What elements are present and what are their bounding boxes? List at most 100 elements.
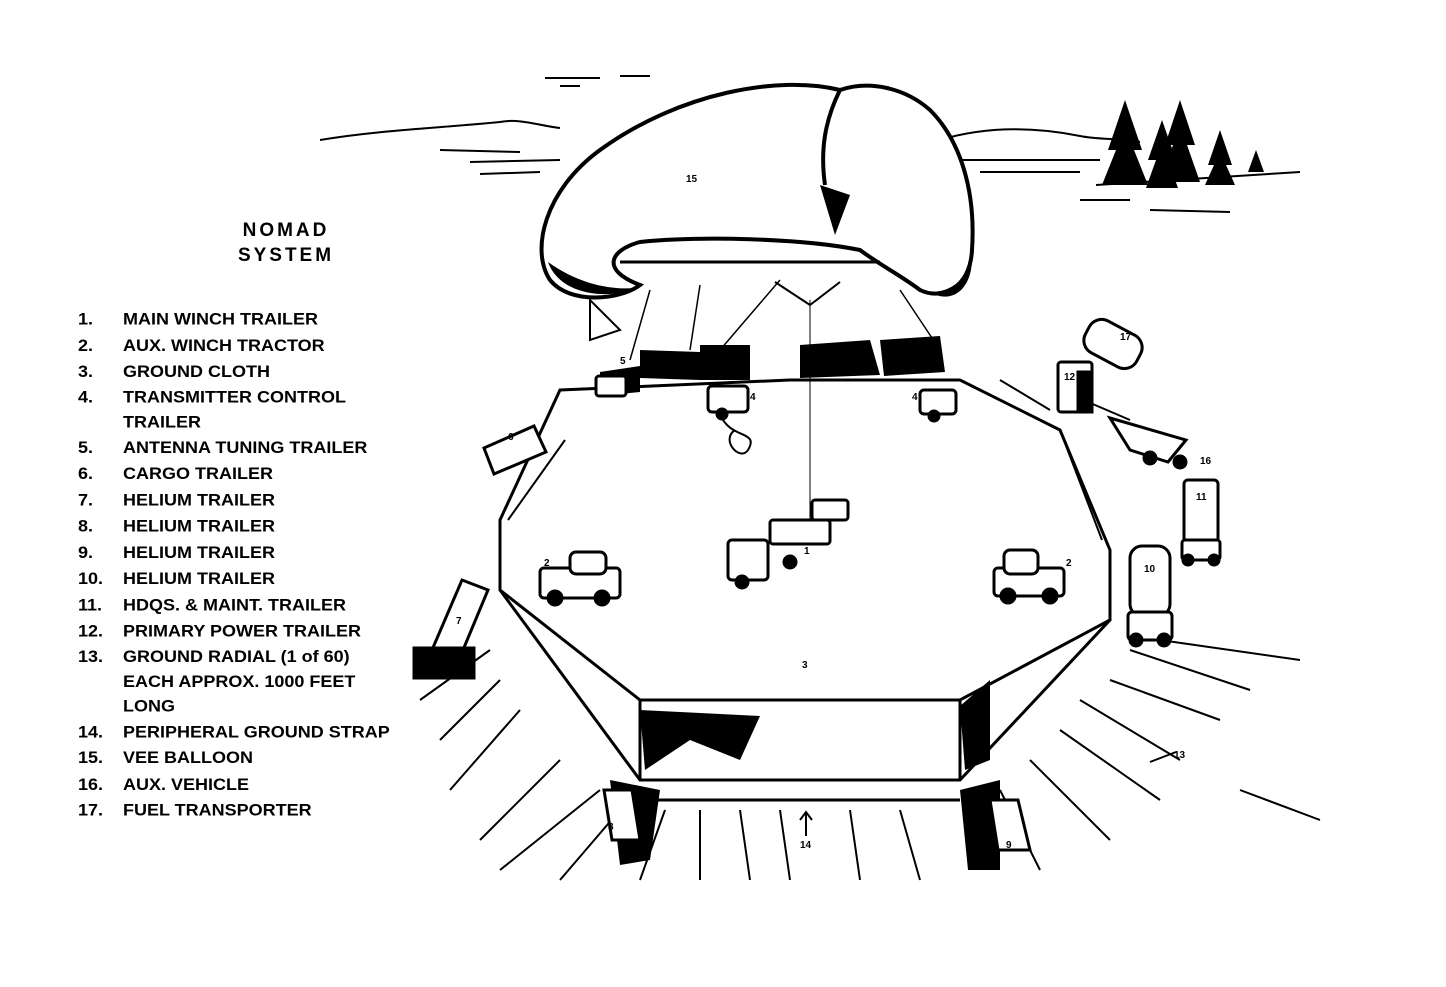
legend-item-number: 8. bbox=[78, 516, 94, 536]
transmitter-trailer-right bbox=[918, 388, 958, 423]
helium-trailer-9 bbox=[988, 798, 1032, 852]
callout-tractor-right: 2 bbox=[1066, 558, 1072, 569]
legend-item-label: MAIN WINCH TRAILER bbox=[123, 309, 318, 329]
callout-antenna: 5 bbox=[620, 356, 626, 367]
legend-item: 6. CARGO TRAILER bbox=[78, 461, 438, 487]
legend-item-number: 5. bbox=[78, 438, 94, 457]
aux-winch-tractor-left bbox=[538, 550, 622, 607]
legend-item: 8. HELIUM TRAILER bbox=[78, 513, 438, 539]
helium-trailer-10 bbox=[1126, 544, 1174, 648]
legend-item-number: 2. bbox=[78, 335, 94, 355]
legend-item-number: 12. bbox=[78, 621, 104, 640]
main-winch-trailer bbox=[726, 498, 850, 590]
background-landscape bbox=[319, 75, 1231, 213]
legend-item: 9. HELIUM TRAILER bbox=[78, 539, 438, 565]
legend-item-label: HELIUM TRAILER bbox=[123, 490, 275, 509]
legend-item-label: HELIUM TRAILER bbox=[123, 542, 275, 562]
cable-coil bbox=[719, 413, 752, 455]
vee-balloon bbox=[539, 82, 975, 342]
callout-hdqs: 11 bbox=[1196, 492, 1207, 503]
legend-item-number: 1. bbox=[78, 309, 94, 329]
aux-winch-tractor-right bbox=[992, 548, 1066, 605]
legend-item-label: FUEL TRANSPORTER bbox=[123, 800, 312, 820]
legend-item-number: 16. bbox=[78, 774, 104, 794]
legend-item-label: PERIPHERAL GROUND STRAP bbox=[123, 722, 390, 741]
callout-helium-10: 10 bbox=[1144, 564, 1156, 575]
legend-item-label: ANTENNA TUNING TRAILER bbox=[123, 438, 368, 457]
callout-balloon: 15 bbox=[686, 174, 698, 185]
transmitter-trailer-left bbox=[706, 384, 750, 421]
legend-item-number: 4. bbox=[78, 387, 94, 406]
callout-strap: 14 bbox=[800, 840, 812, 851]
legend-item-number: 7. bbox=[78, 490, 94, 509]
legend-item-number: 17. bbox=[78, 800, 104, 820]
diagram-title: NOMAD SYSTEM bbox=[226, 218, 346, 268]
legend-item-label: GROUND RADIAL (1 of 60) EACH APPROX. 100… bbox=[123, 646, 356, 715]
legend-item: 2. AUX. WINCH TRACTOR bbox=[78, 332, 438, 358]
legend-item: 3. GROUND CLOTH bbox=[78, 358, 438, 384]
legend-item-label: GROUND CLOTH bbox=[123, 362, 270, 381]
legend-item: 11. HDQS. & MAINT. TRAILER bbox=[78, 592, 438, 618]
callout-helium-7: 7 bbox=[456, 616, 462, 627]
cargo-trailer bbox=[482, 424, 549, 476]
tree-cluster bbox=[1102, 100, 1264, 188]
balloon-tethers bbox=[629, 279, 941, 520]
legend-item: 17. FUEL TRANSPORTER bbox=[78, 797, 438, 823]
legend-item-label: VEE BALLOON bbox=[123, 748, 254, 767]
fuel-transporter bbox=[1082, 317, 1144, 371]
callout-fuel: 17 bbox=[1120, 332, 1132, 343]
legend-item: 10. HELIUM TRAILER bbox=[78, 565, 438, 591]
legend-item-number: 13. bbox=[78, 646, 104, 666]
legend-item-number: 11. bbox=[78, 595, 103, 614]
legend-item: 4. TRANSMITTER CONTROL TRAILER bbox=[78, 385, 438, 435]
legend-item-label: PRIMARY POWER TRAILER bbox=[123, 621, 362, 640]
radial-arrow bbox=[1149, 751, 1177, 763]
callout-labels: 15 1 2 2 3 4 4 5 6 7 8 9 10 11 12 13 14 … bbox=[456, 174, 1212, 851]
far-equipment-row bbox=[600, 336, 945, 396]
callout-tractor-left: 2 bbox=[544, 558, 550, 569]
callout-transmitter-left: 4 bbox=[750, 392, 756, 403]
title-line-2: SYSTEM bbox=[237, 245, 335, 266]
balloon-shading bbox=[548, 185, 972, 297]
legend-item: 7. HELIUM TRAILER bbox=[78, 487, 438, 513]
legend-item-number: 6. bbox=[78, 464, 94, 483]
callout-power: 12 bbox=[1064, 372, 1076, 383]
aux-vehicle bbox=[1106, 415, 1189, 470]
hdqs-maint-trailer bbox=[1180, 478, 1222, 567]
callout-transmitter-right: 4 bbox=[912, 392, 918, 403]
legend-item: 16. AUX. VEHICLE bbox=[78, 771, 438, 797]
legend-item-number: 9. bbox=[78, 542, 94, 562]
legend-item-label: AUX. VEHICLE bbox=[123, 774, 250, 794]
legend-item-label: HELIUM TRAILER bbox=[123, 516, 275, 536]
legend-item-label: HDQS. & MAINT. TRAILER bbox=[123, 595, 346, 614]
primary-power-trailer bbox=[1056, 360, 1094, 414]
legend-item: 13. GROUND RADIAL (1 of 60) EACH APPROX. … bbox=[78, 644, 438, 719]
legend-item: 1. MAIN WINCH TRAILER bbox=[78, 306, 438, 332]
callout-radial: 13 bbox=[1174, 750, 1186, 761]
legend-item-number: 15. bbox=[78, 748, 104, 767]
legend-item-number: 10. bbox=[78, 569, 104, 588]
helium-trailer-8 bbox=[602, 788, 642, 842]
title-line-1: NOMAD bbox=[242, 220, 330, 241]
ground-cloth-octagon bbox=[498, 378, 1112, 802]
helium-trailer-7 bbox=[412, 578, 490, 680]
legend-list: 1. MAIN WINCH TRAILER 2. AUX. WINCH TRACTOR… bbox=[78, 306, 438, 824]
callout-cloth: 3 bbox=[802, 660, 808, 671]
ground-line-right bbox=[1095, 171, 1301, 186]
legend-item-label: TRANSMITTER CONTROL TRAILER bbox=[123, 387, 346, 431]
callout-helium-8: 8 bbox=[608, 822, 614, 833]
legend-item-label: CARGO TRAILER bbox=[123, 464, 273, 483]
strap-arrow bbox=[799, 810, 813, 836]
legend-item-label: HELIUM TRAILER bbox=[123, 569, 275, 588]
callout-winch: 1 bbox=[804, 546, 810, 557]
callout-helium-9: 9 bbox=[1006, 840, 1012, 851]
legend-item: 12. PRIMARY POWER TRAILER bbox=[78, 618, 438, 644]
antenna-tuning-trailer bbox=[594, 374, 628, 398]
legend-item: 15. VEE BALLOON bbox=[78, 745, 438, 771]
legend-item: 14.PERIPHERAL GROUND STRAP bbox=[78, 719, 438, 745]
legend-item-label: AUX. WINCH TRACTOR bbox=[123, 335, 325, 355]
callout-cargo: 6 bbox=[508, 432, 514, 443]
legend-item-number: 3. bbox=[78, 362, 94, 381]
